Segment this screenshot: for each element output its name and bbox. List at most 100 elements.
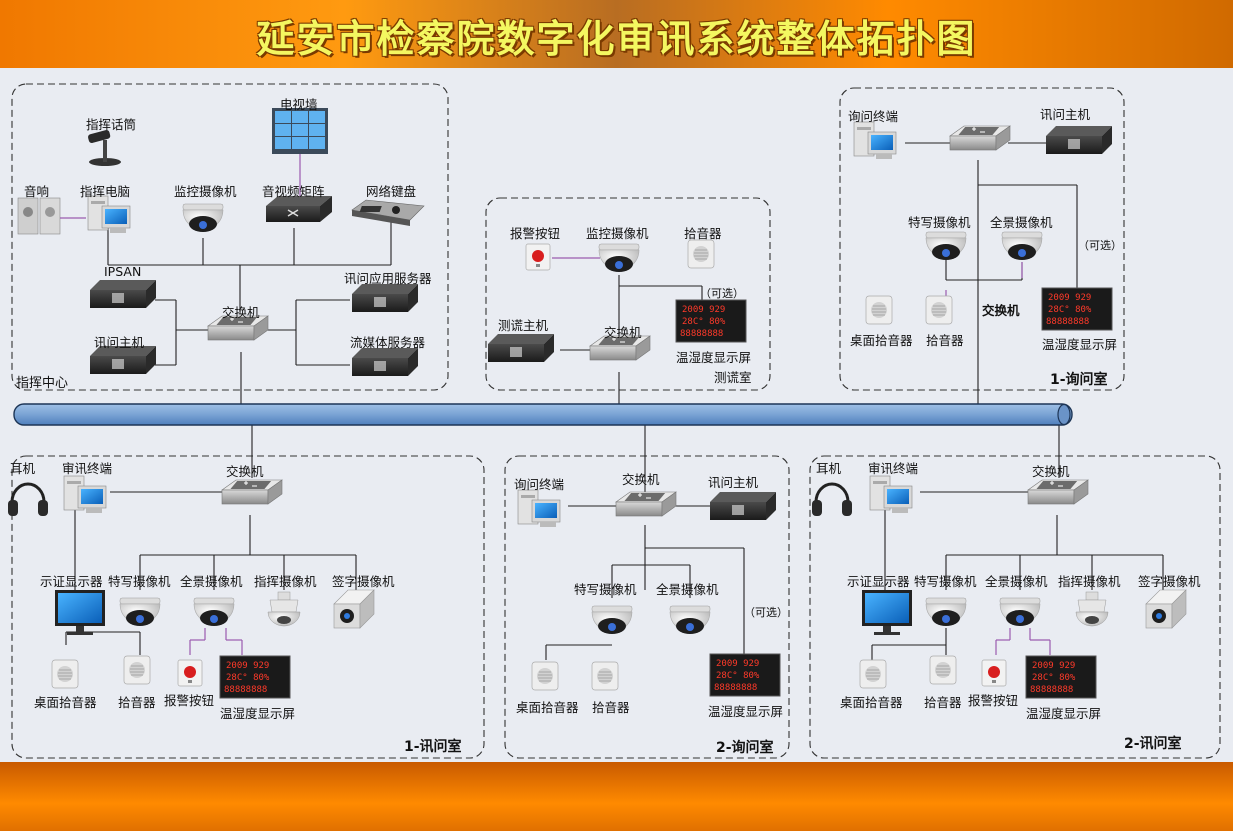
- zone-command-center: [11, 83, 449, 391]
- label-command-switch: 交换机: [222, 305, 260, 320]
- test-th-display-icon: [675, 299, 747, 343]
- label-ir2-pickup: 拾音器: [924, 695, 962, 710]
- ir2-switch-icon: [1027, 479, 1089, 505]
- inq2-terminal-icon: [517, 489, 561, 528]
- ir2-th-display-icon: [1025, 655, 1097, 699]
- label-test-th-display: 温湿度显示屏: [676, 350, 752, 365]
- label-ir1-switch: 交换机: [226, 464, 264, 479]
- test-monitor-cam-icon: [598, 243, 640, 273]
- inq1-th-display-icon: [1041, 287, 1113, 331]
- ir2-desk-pickup-icon: [859, 659, 887, 689]
- label-ir1-earphone: 耳机: [10, 461, 36, 476]
- ir2-panorama-cam-icon: [999, 597, 1041, 627]
- title-banner: [0, 0, 1233, 68]
- inq1-desk-pickup-icon: [865, 295, 893, 325]
- label-ir2-terminal: 审讯终端: [868, 461, 919, 476]
- label-ir1-evidence-display: 示证显示器: [40, 574, 103, 589]
- label-ir2-earphone: 耳机: [816, 461, 842, 476]
- label-av-matrix: 音视频矩阵: [262, 184, 325, 199]
- inq1-terminal-icon: [853, 121, 897, 160]
- ir1-pickup-icon: [123, 655, 151, 685]
- speaker-icon: [17, 197, 61, 235]
- ir1-sign-cam-icon: [333, 589, 375, 629]
- ir1-switch-icon: [221, 479, 283, 505]
- label-ir2-desk-pickup: 桌面拾音器: [840, 695, 903, 710]
- label-inq2-pickup: 拾音器: [592, 700, 630, 715]
- ir1-terminal-icon: [63, 475, 107, 514]
- label-network-keyboard: 网络键盘: [366, 184, 417, 199]
- ir2-evidence-display-icon: [862, 590, 912, 635]
- label-ir2-sign-cam: 签字摄像机: [1138, 574, 1201, 589]
- label-inq2-optional: （可选）: [744, 606, 788, 619]
- label-ir1-alarm-button: 报警按钮: [164, 693, 215, 708]
- alarm-links: [189, 257, 1051, 655]
- label-inq2-terminal: 询问终端: [514, 477, 565, 492]
- monitor-cam-icon: [182, 203, 224, 233]
- network-keyboard-icon: [351, 199, 425, 226]
- label-command-pc: 指挥电脑: [80, 184, 131, 199]
- label-ir1-closeup-cam: 特写摄像机: [108, 574, 171, 589]
- ir2-sign-cam-icon: [1145, 589, 1187, 629]
- label-monitor-cam: 监控摄像机: [174, 184, 237, 199]
- label-interrog-host: 讯问主机: [94, 335, 145, 350]
- zone-label-command: 指挥中心: [16, 376, 69, 391]
- inq2-switch-icon: [615, 491, 677, 517]
- network-backbone: [13, 403, 1073, 426]
- test-pickup-icon: [687, 239, 715, 269]
- inq1-switch-icon: [949, 125, 1011, 151]
- label-test-switch: 交换机: [604, 325, 642, 340]
- label-app-server: 讯问应用服务器: [344, 271, 432, 286]
- label-ir2-th-display: 温湿度显示屏: [1026, 706, 1102, 721]
- zone-inquiry-1: [839, 87, 1125, 391]
- label-ir2-switch: 交换机: [1032, 464, 1070, 479]
- label-inq2-desk-pickup: 桌面拾音器: [516, 700, 579, 715]
- label-inq1-panorama-cam: 全景摄像机: [990, 215, 1053, 230]
- diagram-title: 延安市检察院数字化审讯系统整体拓扑图: [256, 17, 977, 61]
- ir1-evidence-display-icon: [55, 590, 105, 635]
- ir2-terminal-icon: [869, 475, 913, 514]
- tv-wall-icon: [272, 108, 328, 154]
- label-inq2-th-display: 温湿度显示屏: [708, 704, 784, 719]
- av-matrix-icon: [266, 196, 332, 222]
- label-inq1-terminal: 询问终端: [848, 109, 899, 124]
- ir2-command-cam-icon: [1075, 591, 1109, 627]
- label-inq1-host: 讯问主机: [1040, 107, 1091, 122]
- ir1-desk-pickup-icon: [51, 659, 79, 689]
- inq2-desk-pickup-icon: [531, 661, 559, 691]
- label-inq2-panorama-cam: 全景摄像机: [656, 582, 719, 597]
- label-inq2-host: 讯问主机: [708, 475, 759, 490]
- label-ir1-command-cam: 指挥摄像机: [254, 574, 317, 589]
- label-speaker: 音响: [24, 184, 50, 199]
- label-inq1-closeup-cam: 特写摄像机: [908, 215, 971, 230]
- zone-label-inquiry1: 1-询问室: [1050, 372, 1108, 388]
- inq1-panorama-cam-icon: [1001, 231, 1043, 261]
- label-ir1-panorama-cam: 全景摄像机: [180, 574, 243, 589]
- footer-band: [0, 762, 1233, 831]
- ir1-th-display-icon: [219, 655, 291, 699]
- label-ir2-evidence-display: 示证显示器: [847, 574, 910, 589]
- ipsan-icon: [90, 280, 156, 308]
- label-microphone: 指挥话筒: [86, 117, 137, 132]
- inq2-th-display-icon: [709, 653, 781, 697]
- inq2-pickup-icon: [591, 661, 619, 691]
- zone-borders: [11, 83, 1221, 759]
- zone-label-test-room: 测谎室: [714, 370, 752, 385]
- inq2-host-icon: [710, 492, 776, 520]
- lie-host-icon: [488, 334, 554, 362]
- ir2-headset-icon: [810, 482, 854, 518]
- label-ir1-pickup: 拾音器: [118, 695, 156, 710]
- stream-server-icon: [352, 348, 418, 376]
- label-inq1-desk-pickup: 桌面拾音器: [850, 333, 913, 348]
- label-ir2-alarm-button: 报警按钮: [968, 693, 1019, 708]
- zone-test-room: [485, 197, 771, 391]
- ir1-alarm-button-icon: [177, 659, 203, 687]
- label-inq2-closeup-cam: 特写摄像机: [574, 582, 637, 597]
- label-lie-host: 测谎主机: [498, 318, 549, 333]
- inq2-panorama-cam-icon: [669, 605, 711, 635]
- label-inq1-pickup: 拾音器: [926, 333, 964, 348]
- inq1-closeup-cam-icon: [925, 231, 967, 261]
- ir2-closeup-cam-icon: [925, 597, 967, 627]
- app-server-icon: [352, 284, 418, 312]
- label-ir2-closeup-cam: 特写摄像机: [914, 574, 977, 589]
- label-ipsan: IPSAN: [104, 264, 142, 279]
